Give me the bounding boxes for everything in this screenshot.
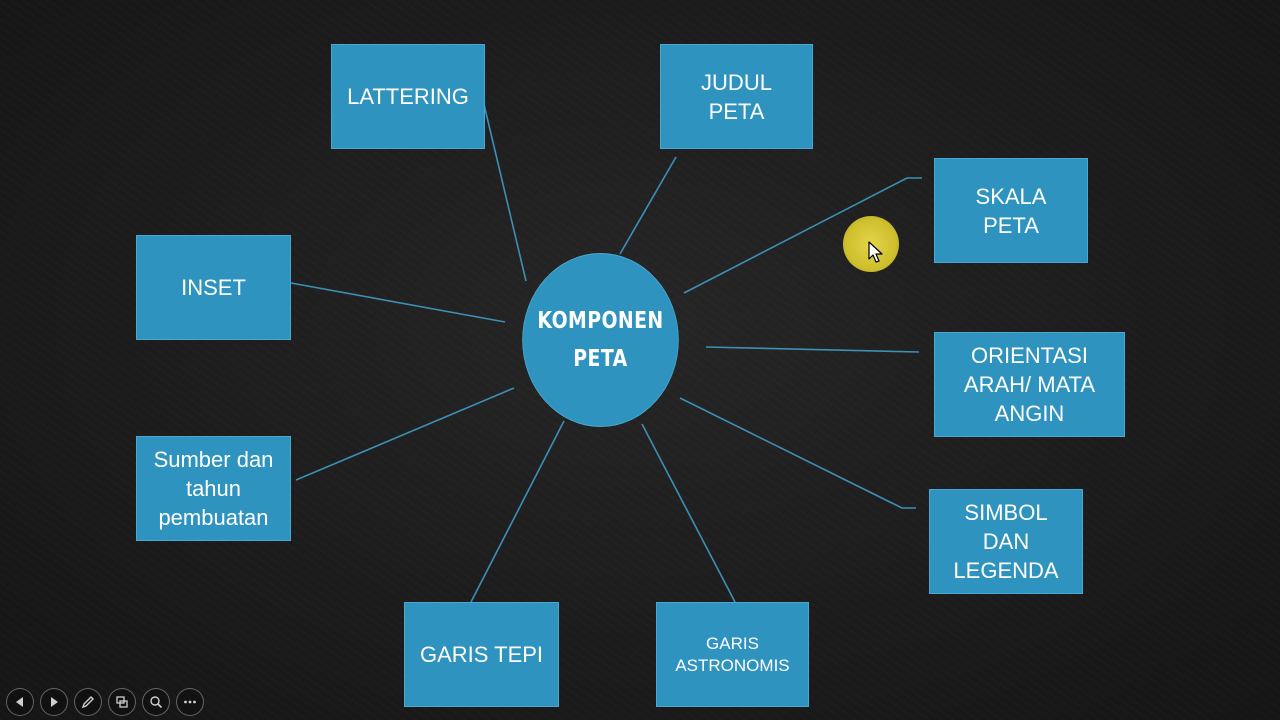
connector-sumber [295,387,515,481]
slideshow-toolbar [6,688,204,716]
pen-icon [81,696,94,709]
connector-judul-peta [619,156,677,255]
connector-skala-peta [683,177,922,294]
slide-sorter-button[interactable] [108,688,136,716]
garis-tepi-box: GARIS TEPI [404,602,559,707]
zoom-button[interactable] [142,688,170,716]
skala-peta-box: SKALA PETA [934,158,1088,263]
pen-tool-button[interactable] [74,688,102,716]
connector-simbol [679,397,916,509]
connector-garis-tepi [470,420,565,603]
lattering-box: LATTERING [331,44,485,149]
mouse-cursor-icon [868,241,883,263]
previous-slide-icon [16,697,23,707]
next-slide-button[interactable] [40,688,68,716]
judul-peta-box: JUDUL PETA [660,44,813,149]
connector-orientasi [705,346,920,353]
connector-garis-astronomis [641,423,736,603]
slide-sorter-icon [116,696,128,708]
zoom-icon [150,696,163,709]
orientasi-box: ORIENTASI ARAH/ MATA ANGIN [934,332,1125,437]
garis-astronomis-box: GARIS ASTRONOMIS [656,602,809,707]
connector-inset [290,282,506,323]
simbol-box: SIMBOL DAN LEGENDA [929,489,1083,594]
connector-lattering [481,95,527,282]
sumber-box: Sumber dan tahun pembuatan [136,436,291,541]
more-options-button[interactable] [176,688,204,716]
komponen-peta-center: KOMPONEN PETA [522,253,679,427]
next-slide-icon [51,697,58,707]
inset-box: INSET [136,235,291,340]
more-options-icon [184,700,196,704]
previous-slide-button[interactable] [6,688,34,716]
